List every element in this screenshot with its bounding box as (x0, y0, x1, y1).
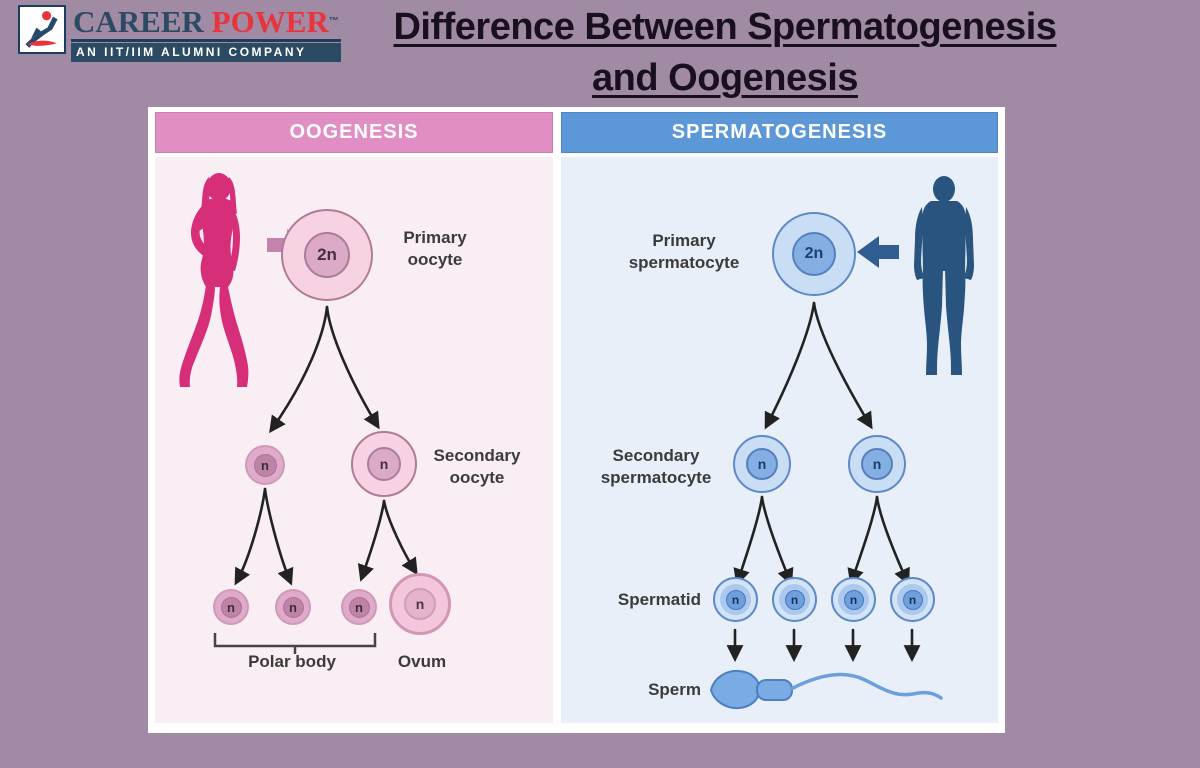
first-polar-body-nucleus: n (253, 453, 277, 477)
page-title-line2: and Oogenesis (592, 57, 858, 99)
arrow-left-icon (857, 236, 899, 268)
primary-oocyte-nucleus: 2n (304, 232, 350, 278)
trademark-symbol: ™ (328, 16, 339, 27)
brand-career: CAREER (73, 4, 204, 39)
sperm-label: Sperm (648, 680, 701, 699)
ovum-nucleus: n (404, 588, 436, 620)
spermatid-label: Spermatid (617, 590, 701, 609)
primary-spermatocyte-nucleus: 2n (792, 232, 836, 276)
polar-body-cell: n (275, 589, 311, 625)
polar-body-cell: n (341, 589, 377, 625)
career-power-logo: CAREER POWER™ AN IIT/IIM ALUMNI COMPANY (18, 5, 341, 62)
spermatid-cell: n (772, 577, 817, 622)
brand-name: CAREER POWER™ (71, 5, 341, 42)
page-title: Difference Between Spermatogenesis and O… (345, 2, 1105, 104)
primary-oocyte-cell: 2n (281, 209, 373, 301)
first-polar-body-cell: n (245, 445, 285, 485)
ovum-label: Ovum (397, 652, 447, 671)
polar-body-label: Polar body (248, 652, 336, 671)
primary-spermatocyte-cell: 2n (772, 212, 856, 296)
brand-tagline: AN IIT/IIM ALUMNI COMPANY (71, 43, 341, 62)
spermatid-cell: n (831, 577, 876, 622)
polar-body-cell: n (213, 589, 249, 625)
spermatid-cell: n (713, 577, 758, 622)
spermatogenesis-header: SPERMATOGENESIS (561, 112, 998, 153)
ovum-cell: n (389, 573, 451, 635)
brand-power: POWER (211, 4, 329, 39)
sperm-drawing (709, 669, 943, 710)
secondary-spermatocyte-cell: n (848, 435, 906, 493)
leaping-figure-icon (25, 11, 58, 48)
oogenesis-panel: 2n Primary oocyte (155, 157, 553, 723)
oogenesis-header: OOGENESIS (155, 112, 553, 153)
spermatogenesis-division-arrows (709, 301, 943, 710)
primary-oocyte-label: Primary oocyte (403, 228, 467, 269)
female-silhouette (179, 173, 249, 387)
spermatid-cell: n (890, 577, 935, 622)
secondary-oocyte-label: Secondary oocyte (433, 446, 521, 487)
secondary-spermatocyte-cell: n (733, 435, 791, 493)
secondary-spermatocyte-label: Secondary spermatocyte (600, 446, 712, 487)
diagram-card: OOGENESIS SPERMATOGENESIS 2n Prim (148, 107, 1005, 733)
career-power-logo-icon (18, 5, 66, 54)
page-title-line1: Difference Between Spermatogenesis (393, 6, 1057, 48)
secondary-oocyte-nucleus: n (367, 447, 401, 481)
primary-spermatocyte-label: Primary spermatocyte (628, 231, 740, 272)
secondary-oocyte-cell: n (351, 431, 417, 497)
male-silhouette (914, 176, 974, 375)
spermatogenesis-panel: 2n Primary spermatocyte (561, 157, 998, 723)
oogenesis-division-arrows (213, 305, 418, 654)
